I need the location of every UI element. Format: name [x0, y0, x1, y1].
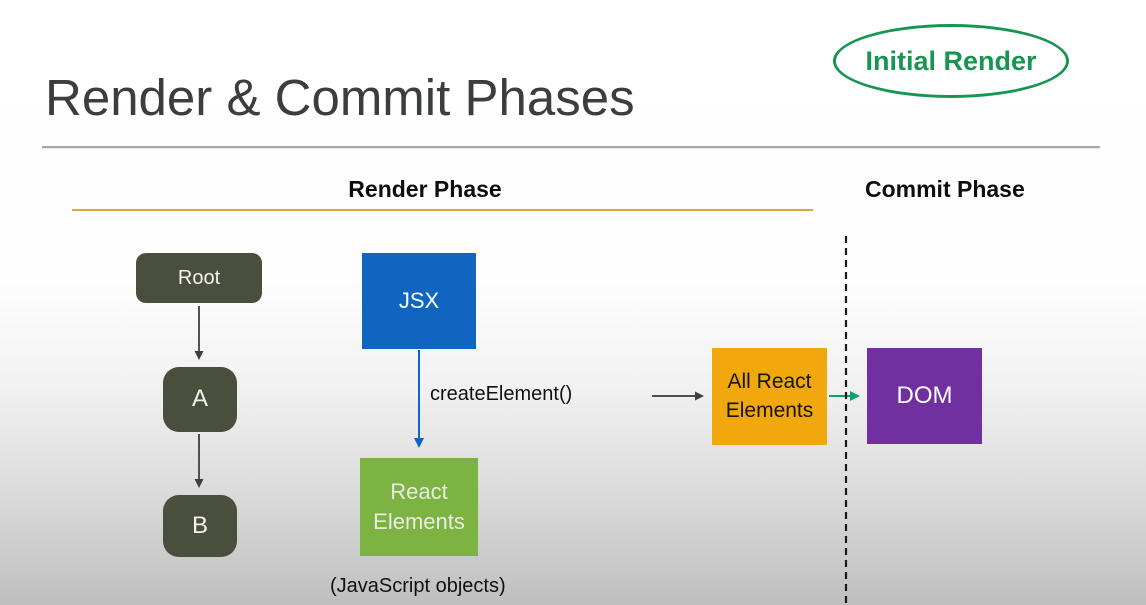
create-element-label: createElement() — [430, 383, 573, 405]
dom-box: DOM — [867, 348, 982, 444]
all-react-elements-box: All React Elements — [712, 348, 827, 445]
jsx-box: JSX — [362, 253, 476, 349]
tree-node-root: Root — [136, 253, 262, 303]
page-title: Render & Commit Phases — [45, 69, 635, 126]
initial-render-badge: Initial Render — [833, 24, 1069, 98]
tree-node-a: A — [163, 367, 237, 432]
commit-phase-heading: Commit Phase — [865, 176, 1025, 202]
render-phase-heading: Render Phase — [348, 176, 502, 202]
title-divider — [42, 146, 1100, 149]
render-phase-underline — [72, 209, 813, 211]
tree-node-b: B — [163, 495, 237, 557]
javascript-objects-note: (JavaScript objects) — [330, 575, 506, 597]
react-elements-box: React Elements — [360, 458, 478, 556]
initial-render-label: Initial Render — [865, 45, 1037, 76]
